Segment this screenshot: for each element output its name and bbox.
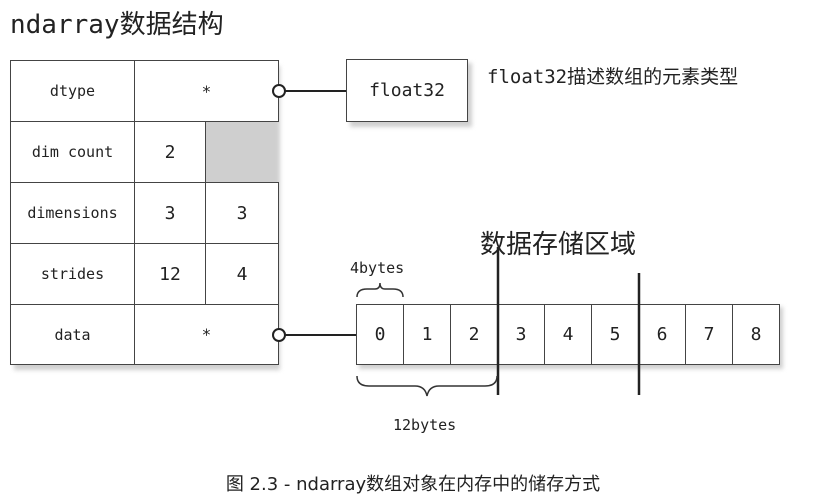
storage-cell-value: 6 xyxy=(656,324,668,345)
dtype-pointer-cell: * xyxy=(134,60,279,122)
dimcount-label-cell: dim count xyxy=(10,121,135,183)
data-label-cell: data xyxy=(10,304,135,365)
storage-cell: 7 xyxy=(685,304,733,365)
title-text: ndarray数据结构 xyxy=(10,10,224,40)
strides-value-cell: 12 xyxy=(134,243,206,305)
storage-cell-value: 1 xyxy=(421,324,433,345)
storage-cell: 8 xyxy=(732,304,780,365)
strides-label: strides xyxy=(40,265,105,283)
storage-title: 数据存储区域 xyxy=(480,230,637,260)
storage-cell: 0 xyxy=(356,304,404,365)
dimcount-label: dim count xyxy=(31,143,114,161)
storage-cell-value: 8 xyxy=(750,324,762,345)
storage-cell-value: 5 xyxy=(609,324,621,345)
dimcount-value: 2 xyxy=(164,141,176,163)
brace-4bytes-label: 4bytes xyxy=(350,259,405,277)
storage-cell-value: 2 xyxy=(468,324,480,345)
storage-cell-value: 4 xyxy=(562,324,574,345)
storage-cell: 6 xyxy=(638,304,686,365)
dtype-description: float32描述数组的元素类型 xyxy=(487,62,738,89)
storage-cell-value: 0 xyxy=(374,324,386,345)
dtype-label: dtype xyxy=(49,82,96,100)
strides-value-cell: 4 xyxy=(205,243,279,305)
dimensions-label: dimensions xyxy=(27,204,118,222)
dtype-connector-dot xyxy=(272,84,286,98)
dtype-label-cell: dtype xyxy=(10,60,135,122)
figure-caption: 图 2.3 - ndarray数组对象在内存中的储存方式 xyxy=(225,474,601,495)
storage-cell: 2 xyxy=(450,304,498,365)
dtype-box: float32 xyxy=(346,59,468,122)
dimcount-value-cell: 2 xyxy=(134,121,206,183)
data-pointer-cell: * xyxy=(134,304,279,365)
brace-4bytes xyxy=(356,282,404,298)
storage-cell-value: 3 xyxy=(515,324,527,345)
dtype-box-value: float32 xyxy=(369,80,445,101)
dtype-description-text: float32描述数组的元素类型 xyxy=(487,66,739,88)
storage-cell-value: 7 xyxy=(703,324,715,345)
dimensions-value-1: 3 xyxy=(236,202,248,224)
diagram-title: ndarray数据结构 xyxy=(10,4,224,41)
strides-label-cell: strides xyxy=(10,243,135,305)
dtype-pointer: * xyxy=(201,81,212,101)
dimensions-value-0: 3 xyxy=(164,202,176,224)
brace-12bytes-label: 12bytes xyxy=(393,416,457,434)
data-pointer: * xyxy=(201,325,212,344)
strides-value-0: 12 xyxy=(159,263,181,285)
storage-cell: 5 xyxy=(591,304,639,365)
brace-12bytes xyxy=(356,375,498,397)
dimensions-value-cell: 3 xyxy=(205,182,279,244)
strides-value-1: 4 xyxy=(236,263,248,285)
dimensions-value-cell: 3 xyxy=(134,182,206,244)
dimensions-label-cell: dimensions xyxy=(10,182,135,244)
data-label: data xyxy=(54,325,91,344)
data-connector-dot xyxy=(272,328,286,342)
